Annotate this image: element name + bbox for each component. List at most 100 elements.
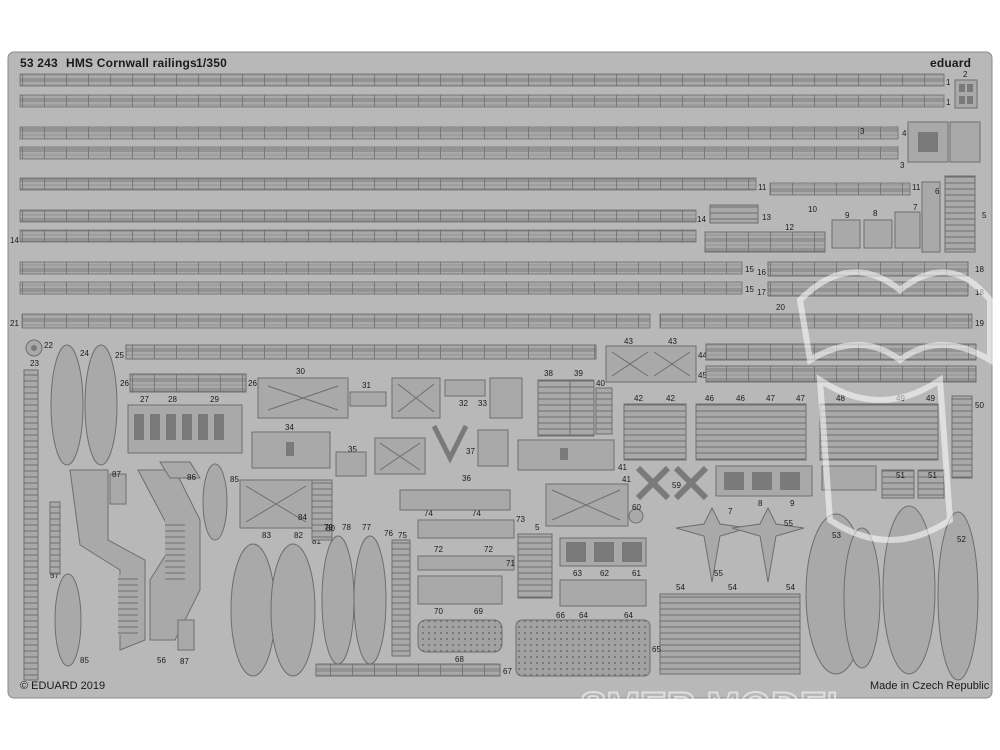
- svg-text:22: 22: [44, 341, 53, 350]
- fret-title: HMS Cornwall railings: [66, 56, 197, 70]
- svg-text:71: 71: [506, 559, 515, 568]
- svg-text:46: 46: [736, 394, 745, 403]
- svg-text:9: 9: [845, 211, 850, 220]
- copyright-text: © EDUARD 2019: [20, 680, 106, 692]
- svg-text:29: 29: [210, 395, 219, 404]
- svg-text:51: 51: [896, 471, 905, 480]
- svg-text:69: 69: [474, 607, 483, 616]
- svg-text:56: 56: [157, 656, 166, 665]
- svg-text:13: 13: [762, 213, 771, 222]
- svg-text:61: 61: [632, 569, 641, 578]
- svg-text:9: 9: [790, 499, 795, 508]
- svg-text:42: 42: [666, 394, 675, 403]
- svg-text:53: 53: [832, 531, 841, 540]
- svg-text:65: 65: [652, 645, 661, 654]
- svg-text:4: 4: [902, 129, 907, 138]
- svg-text:17: 17: [757, 288, 766, 297]
- svg-text:36: 36: [462, 474, 471, 483]
- svg-text:25: 25: [115, 351, 124, 360]
- svg-text:51: 51: [928, 471, 937, 480]
- svg-text:74: 74: [472, 509, 481, 518]
- svg-text:73: 73: [516, 515, 525, 524]
- svg-text:5: 5: [535, 523, 540, 532]
- svg-text:12: 12: [785, 223, 794, 232]
- svg-text:47: 47: [766, 394, 775, 403]
- svg-text:85: 85: [230, 475, 239, 484]
- svg-text:30: 30: [296, 367, 305, 376]
- svg-text:3: 3: [900, 161, 905, 170]
- svg-text:8: 8: [873, 209, 878, 218]
- svg-text:76: 76: [384, 529, 393, 538]
- svg-text:6: 6: [935, 187, 940, 196]
- svg-text:18: 18: [975, 265, 984, 274]
- svg-text:45: 45: [698, 371, 707, 380]
- svg-text:55: 55: [714, 569, 723, 578]
- svg-text:27: 27: [140, 395, 149, 404]
- railing-group-14: 14 14 13 12: [10, 204, 826, 253]
- svg-text:57: 57: [50, 571, 59, 580]
- svg-text:35: 35: [348, 445, 357, 454]
- svg-text:15: 15: [745, 265, 754, 274]
- svg-text:5: 5: [982, 211, 987, 220]
- svg-text:24: 24: [80, 349, 89, 358]
- svg-text:2: 2: [963, 70, 968, 79]
- svg-text:14: 14: [10, 236, 19, 245]
- part-4b: [949, 121, 981, 163]
- svg-text:86: 86: [187, 473, 196, 482]
- svg-text:42: 42: [634, 394, 643, 403]
- svg-text:38: 38: [544, 369, 553, 378]
- svg-text:1: 1: [946, 78, 951, 87]
- svg-text:67: 67: [503, 667, 512, 676]
- fret-scale: 1/350: [196, 56, 228, 70]
- railing-group-21: 21 19 20: [10, 303, 984, 329]
- stair-assembly: 87 87 56 86 85: [69, 461, 239, 666]
- svg-text:75: 75: [398, 531, 407, 540]
- svg-text:85: 85: [80, 656, 89, 665]
- svg-text:55: 55: [784, 519, 793, 528]
- svg-text:49: 49: [926, 394, 935, 403]
- svg-text:62: 62: [600, 569, 609, 578]
- svg-text:31: 31: [362, 381, 371, 390]
- svg-text:68: 68: [455, 655, 464, 664]
- svg-text:60: 60: [632, 503, 641, 512]
- svg-text:7: 7: [913, 203, 918, 212]
- svg-text:87: 87: [112, 470, 121, 479]
- svg-text:40: 40: [596, 379, 605, 388]
- fret-code: 53 243: [20, 56, 58, 70]
- parts-51-55: 51 51 55 55 53 52: [675, 465, 979, 681]
- svg-text:8: 8: [758, 499, 763, 508]
- svg-text:28: 28: [168, 395, 177, 404]
- railing-group-1: 1 1 2: [19, 70, 978, 109]
- svg-text:47: 47: [796, 394, 805, 403]
- svg-text:34: 34: [285, 423, 294, 432]
- svg-text:26: 26: [248, 379, 257, 388]
- svg-text:54: 54: [786, 583, 795, 592]
- svg-text:80: 80: [326, 524, 335, 533]
- svg-text:77: 77: [362, 523, 371, 532]
- parts-59-60: 59 60 9 78: [628, 465, 813, 524]
- railing-group-11: 11 11 10: [19, 177, 921, 214]
- svg-text:43: 43: [624, 337, 633, 346]
- svg-text:20: 20: [776, 303, 785, 312]
- svg-text:72: 72: [434, 545, 443, 554]
- origin-text: Made in Czech Republic: [870, 680, 990, 692]
- svg-text:50: 50: [975, 401, 984, 410]
- svg-text:70: 70: [434, 607, 443, 616]
- svg-text:66: 66: [556, 611, 565, 620]
- svg-text:79: 79: [324, 523, 333, 532]
- svg-text:39: 39: [574, 369, 583, 378]
- parts-5-9: 9 8 7 6 5: [831, 175, 987, 253]
- svg-text:72: 72: [484, 545, 493, 554]
- svg-text:63: 63: [573, 569, 582, 578]
- svg-text:41: 41: [618, 463, 627, 472]
- svg-text:64: 64: [624, 611, 633, 620]
- svg-text:10: 10: [808, 205, 817, 214]
- svg-text:84: 84: [298, 513, 307, 522]
- svg-text:11: 11: [912, 183, 921, 192]
